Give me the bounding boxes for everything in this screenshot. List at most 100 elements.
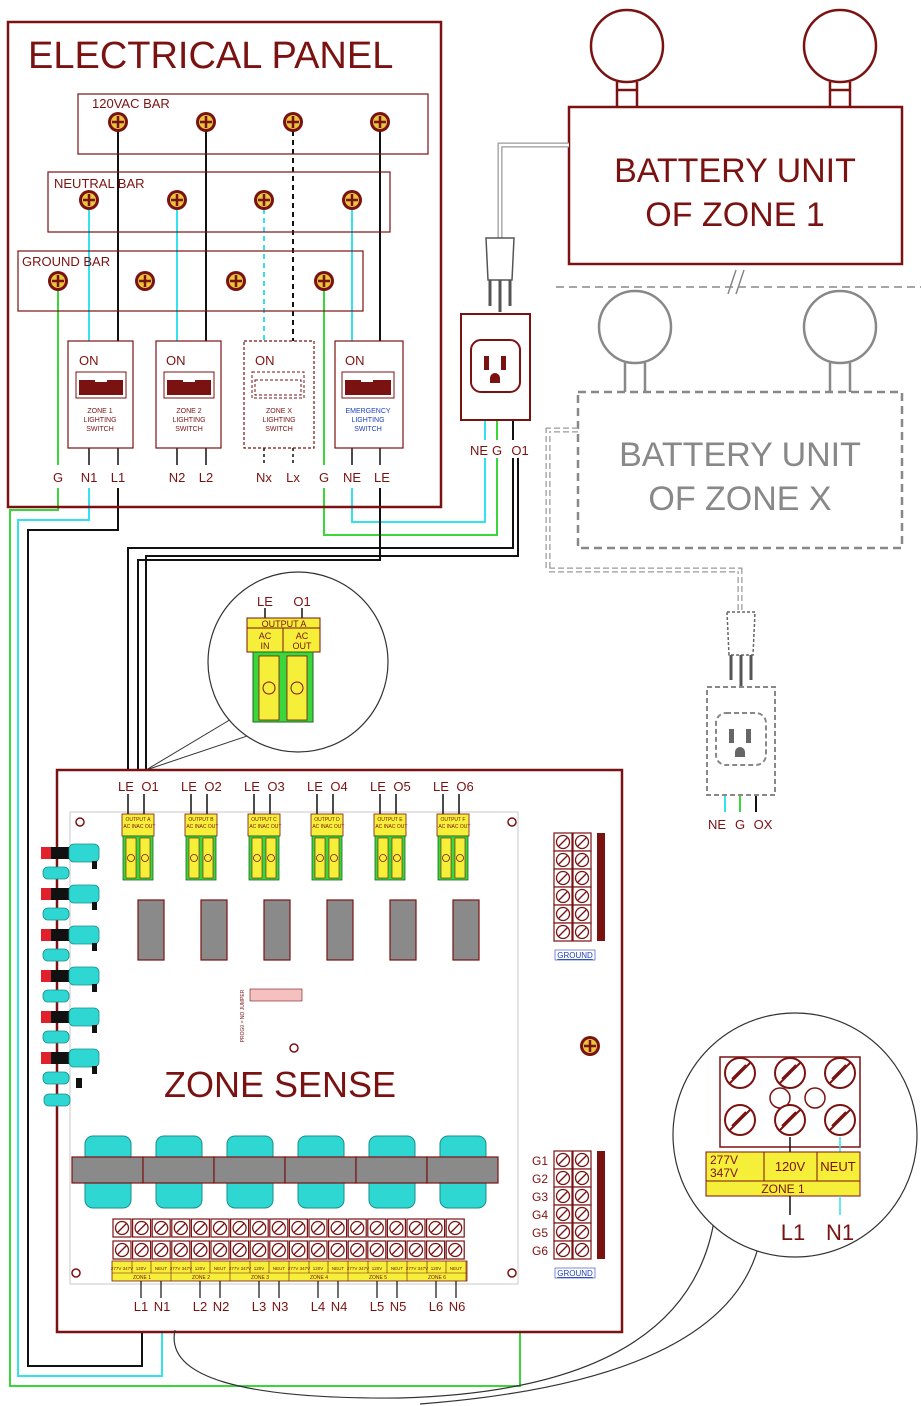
output-o-label: O1 <box>141 779 158 794</box>
output-o-label: O3 <box>267 779 284 794</box>
output-le-label: LE <box>433 779 449 794</box>
volt-label: 120V <box>431 1266 442 1271</box>
zone-n-label: N2 <box>213 1299 230 1314</box>
zone-name: ZONE 4 <box>310 1275 328 1281</box>
switch-zone-2[interactable]: ON ZONE 2 LIGHTING SWITCH <box>155 340 222 449</box>
switch-label-l1: ZONE 1 <box>87 408 112 415</box>
outlet-1-labels: NE G O1 <box>470 443 529 458</box>
bar-ground-label: GROUND BAR <box>22 254 110 269</box>
ac-out-label: AC OUT <box>200 824 219 830</box>
switch-zone-1[interactable]: ON ZONE 1 LIGHTING SWITCH <box>67 340 134 449</box>
ac-in-label: AC IN <box>312 824 326 830</box>
terminal-n1: N1 <box>81 470 98 485</box>
relay-3 <box>263 899 291 961</box>
zone-n-label: N1 <box>154 1299 171 1314</box>
volt-label: NEUT <box>332 1266 345 1271</box>
terminal-lx: Lx <box>286 470 300 485</box>
panel-terminal-labels: G N1 L1 N2 L2 Nx Lx G NE LE <box>53 470 390 485</box>
led-power <box>43 1093 71 1107</box>
terminal-l1: L1 <box>111 470 125 485</box>
switch-label-l3: SWITCH <box>265 426 293 433</box>
volt-label: NEUT <box>273 1266 286 1271</box>
led-3 <box>41 925 100 962</box>
bar-neutral <box>47 171 391 233</box>
mount-hole-icon <box>289 1043 299 1053</box>
output-name: OUTPUT B <box>188 817 214 823</box>
ac-out-label: AC OUT <box>137 824 156 830</box>
zone-n-label: N6 <box>449 1299 466 1314</box>
outlet-x-labels: NE G OX <box>708 817 773 832</box>
output-o-label: O6 <box>456 779 473 794</box>
ac-in-label: AC IN <box>375 824 389 830</box>
led-6 <box>41 1048 100 1085</box>
relay-5 <box>389 899 417 961</box>
volt-label: 277V 347V <box>229 1266 251 1271</box>
mount-hole-icon <box>507 817 517 827</box>
svg-text:347V: 347V <box>710 1166 738 1180</box>
switch-on-label: ON <box>166 353 186 368</box>
relay-6 <box>452 899 480 961</box>
output-name: OUTPUT E <box>377 817 403 823</box>
relay-4 <box>326 899 354 961</box>
battery-1-line2: OF ZONE 1 <box>645 196 824 234</box>
terminal-g: G <box>53 470 63 485</box>
svg-text:G: G <box>735 817 745 832</box>
switch-zone-x[interactable]: ON ZONE X LIGHTING SWITCH <box>243 340 315 449</box>
ground-label: GROUND <box>557 951 593 960</box>
output-o-label: O4 <box>330 779 347 794</box>
volt-label: NEUT <box>391 1266 404 1271</box>
zoom-output-bubble: LE O1 OUTPUT A AC IN AC OUT <box>145 571 389 771</box>
plug-x-icon <box>726 611 756 686</box>
bar-120vac <box>77 93 429 155</box>
ac-in-label: AC IN <box>438 824 452 830</box>
transformer-2 <box>142 1135 215 1209</box>
ground-label: GROUND <box>557 1269 593 1278</box>
terminal-nx: Nx <box>256 470 272 485</box>
zone-l-label: L3 <box>252 1299 266 1314</box>
jumper-header[interactable] <box>249 988 303 1002</box>
battery-x-line2: OF ZONE X <box>648 480 831 518</box>
svg-text:N1: N1 <box>826 1220 854 1245</box>
switch-label-l3: SWITCH <box>354 426 382 433</box>
svg-text:PROG0 = NO JUMPER: PROG0 = NO JUMPER <box>240 989 246 1042</box>
svg-text:120V: 120V <box>775 1159 806 1174</box>
output-o-label: O5 <box>393 779 410 794</box>
outlet-x <box>706 686 776 796</box>
panel-title: ELECTRICAL PANEL <box>28 35 393 77</box>
switch-on-label: ON <box>255 353 275 368</box>
ac-out-label: AC OUT <box>452 824 471 830</box>
svg-text:AC: AC <box>259 631 272 641</box>
svg-text:NE: NE <box>470 443 488 458</box>
switch-emergency[interactable]: ON EMERGENCY LIGHTING SWITCH <box>334 340 404 449</box>
svg-text:NEUT: NEUT <box>820 1159 855 1174</box>
output-o-label: O2 <box>204 779 221 794</box>
lamp-head-icon <box>802 289 878 365</box>
volt-label: 277V 347V <box>170 1266 192 1271</box>
svg-text:OUTPUT A: OUTPUT A <box>262 619 307 629</box>
zone-name: ZONE 1 <box>133 1275 151 1281</box>
switch-label-l2: LIGHTING <box>83 417 116 424</box>
switch-label-l1: ZONE X <box>266 408 292 415</box>
zone-l-label: L5 <box>370 1299 384 1314</box>
zone-n-label: N4 <box>331 1299 348 1314</box>
cord-1 <box>497 142 569 238</box>
ac-out-label: AC OUT <box>326 824 345 830</box>
svg-text:OUT: OUT <box>293 641 313 651</box>
output-le-label: LE <box>370 779 386 794</box>
ground-g-label: G2 <box>532 1172 548 1186</box>
svg-text:L1: L1 <box>781 1220 805 1245</box>
